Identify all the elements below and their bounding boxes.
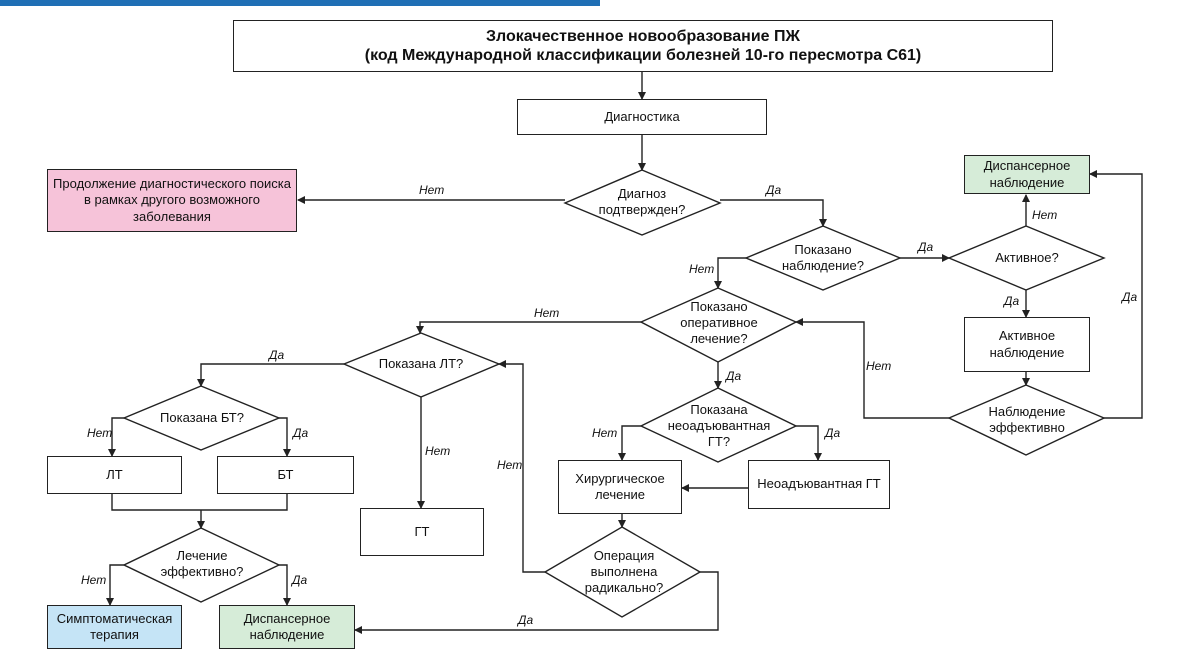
active-question-text: Активное?: [995, 249, 1059, 265]
lt-box: ЛТ: [47, 456, 182, 494]
edge-label-yes-surgery: Да: [726, 369, 742, 383]
edge-label-yes-active: Да: [1004, 294, 1020, 308]
neoadjuvant-indicated-text: Показана неоадъювантная ГТ?: [667, 401, 771, 450]
dispensary-observation-bottom-box: Диспансерное наблюдение: [219, 605, 355, 649]
edge-label-no-surgery: Нет: [534, 306, 560, 320]
observation-effective-text: Наблюдение эффективно: [988, 403, 1066, 435]
symptomatic-therapy-box: Симптоматическая терапия: [47, 605, 182, 649]
edge-label-yes-treatment: Да: [292, 573, 308, 587]
operation-radical-diamond: [543, 526, 702, 618]
edge-label-yes-radical: Да: [518, 613, 534, 627]
edge-label-no-neoadjuvant: Нет: [592, 426, 618, 440]
active-observation-box: Активное наблюдение: [964, 317, 1090, 372]
neoadjuvant-gt-box: Неоадъювантная ГТ: [748, 460, 890, 509]
dispensary-observation-top-box: Диспансерное наблюдение: [964, 155, 1090, 194]
lt-indicated-text: Показана ЛТ?: [378, 355, 464, 371]
diagnostics-box: Диагностика: [517, 99, 767, 135]
edge-label-yes-bt: Да: [293, 426, 309, 440]
bt-indicated-text: Показана БТ?: [160, 409, 244, 425]
edge-label-no-observation: Нет: [689, 262, 715, 276]
diagnosis-confirmed-diamond: [563, 169, 722, 236]
observation-indicated-text: Показано наблюдение?: [781, 241, 865, 273]
edge-label-yes-diagnosis: Да: [766, 183, 782, 197]
edge-label-no-lt: Нет: [425, 444, 451, 458]
edge-label-no-radical: Нет: [497, 458, 523, 472]
edge-label-yes-effective: Да: [1122, 290, 1138, 304]
title-box: Злокачественное новообразование ПЖ (код …: [233, 20, 1053, 72]
edge-label-yes-lt: Да: [269, 348, 285, 362]
bt-box: БТ: [217, 456, 354, 494]
bt-indicated-diamond: [122, 385, 281, 451]
gt-box: ГТ: [360, 508, 484, 556]
edge-label-no-effective: Нет: [866, 359, 892, 373]
operation-radical-text: Операция выполнена радикально?: [584, 547, 664, 596]
continue-search-box: Продолжение диагностического поиска в ра…: [47, 169, 297, 232]
edge-label-yes-observation: Да: [918, 240, 934, 254]
surgery-indicated-text: Показано оперативное лечение?: [680, 298, 758, 347]
treatment-effective-diamond: [122, 527, 281, 603]
edge-label-no-diagnosis: Нет: [419, 183, 445, 197]
observation-indicated-diamond: [744, 225, 902, 291]
surgery-box: Хирургическое лечение: [558, 460, 682, 514]
edge-label-yes-neoadjuvant: Да: [825, 426, 841, 440]
observation-effective-diamond: [947, 384, 1106, 456]
treatment-effective-text: Лечение эффективно?: [160, 547, 244, 579]
header-accent-bar: [0, 0, 600, 6]
diagnosis-confirmed-text: Диагноз подтвержден?: [598, 185, 686, 217]
edge-label-no-treatment: Нет: [81, 573, 107, 587]
edge-label-no-active: Нет: [1032, 208, 1058, 222]
edge-label-no-bt: Нет: [87, 426, 113, 440]
neoadjuvant-indicated-diamond: [639, 387, 798, 463]
